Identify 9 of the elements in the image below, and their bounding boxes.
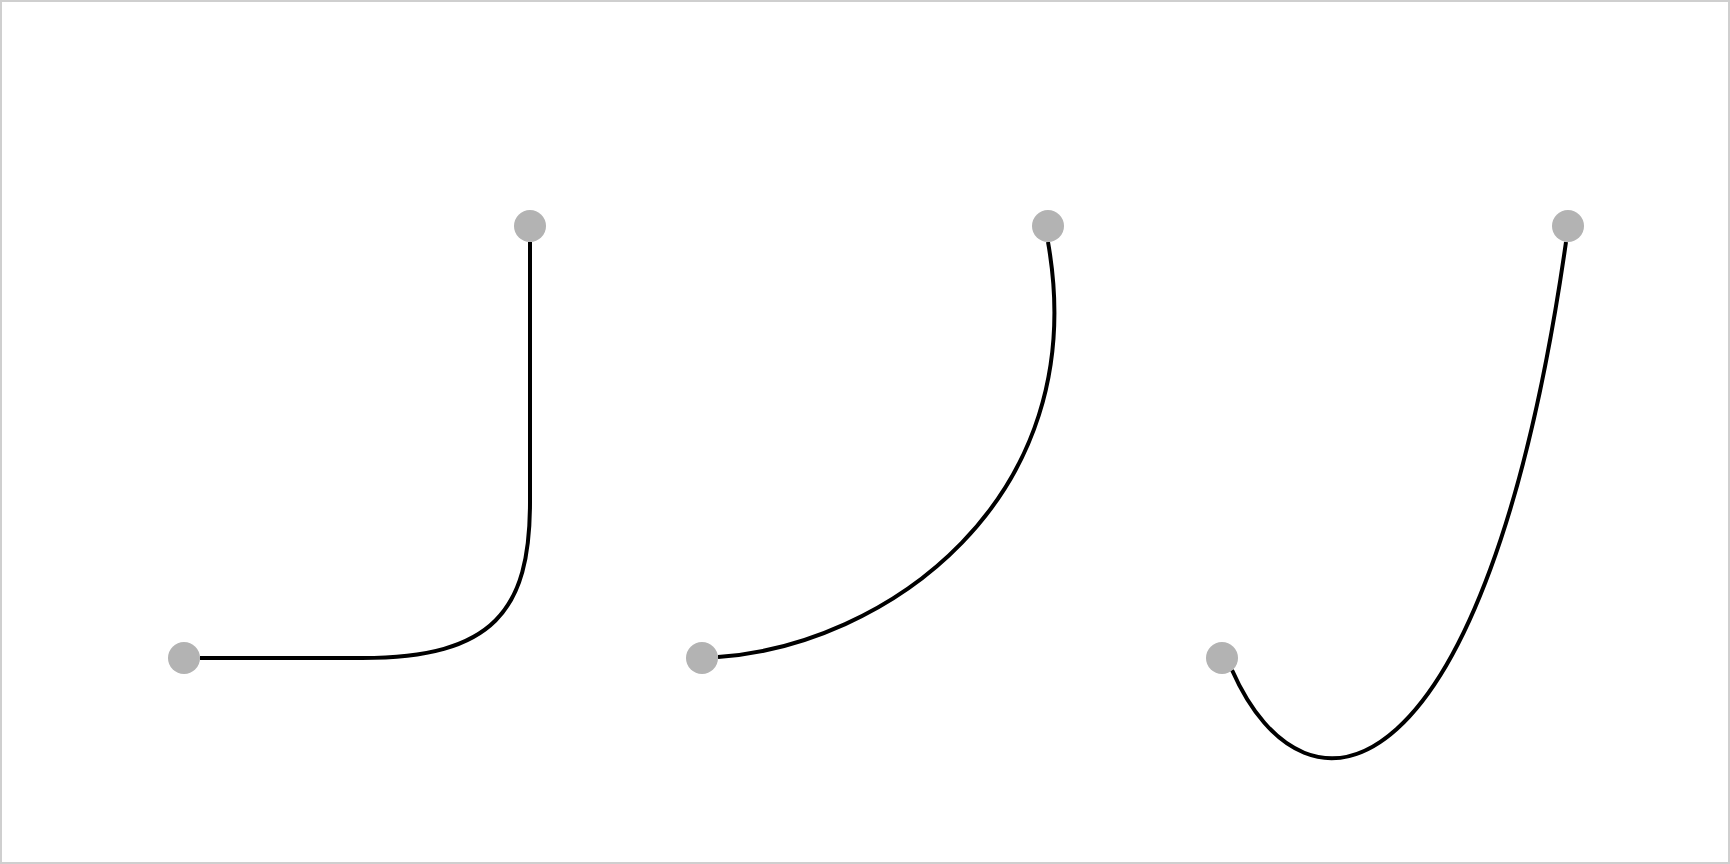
dot — [168, 642, 200, 674]
curve — [200, 242, 532, 660]
curve — [1230, 241, 1568, 760]
dot — [1032, 210, 1064, 242]
dot — [514, 210, 546, 242]
dot — [1206, 642, 1238, 674]
dot — [1552, 210, 1584, 242]
curve — [717, 241, 1057, 659]
dot — [686, 642, 718, 674]
